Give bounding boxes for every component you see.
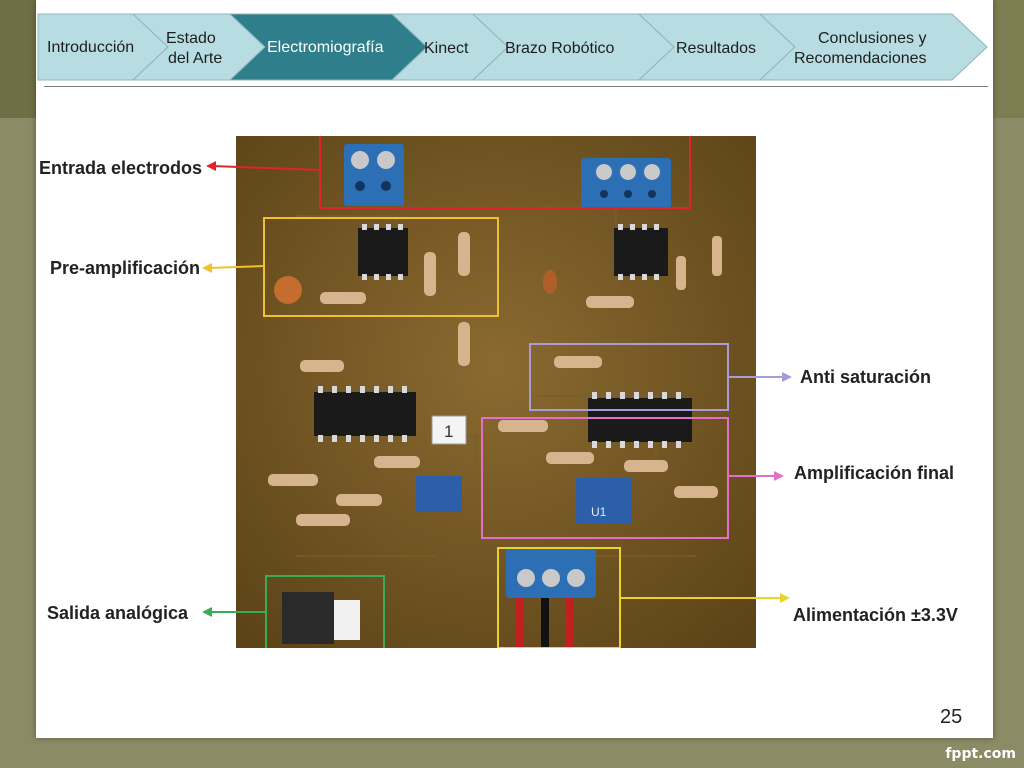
terminal-block-input-right (581, 158, 671, 208)
header-divider (44, 86, 988, 87)
tab-estado-line1[interactable]: Estado (166, 30, 216, 47)
tab-kinect[interactable]: Kinect (424, 40, 469, 57)
output-connector (282, 592, 360, 644)
ic-preamp-right (614, 224, 668, 280)
tab-introduccion[interactable]: Introducción (47, 39, 135, 56)
callout-alimentacion: Alimentación ±3.3V (793, 605, 958, 625)
capacitor-ceramic-mid (543, 270, 557, 294)
terminal-block-input-left (344, 144, 404, 206)
page-number: 25 (940, 706, 963, 728)
ic-left-14pin (314, 386, 416, 442)
tab-electromiografia[interactable]: Electromiografía (267, 39, 384, 56)
callout-pre-amplificacion: Pre-amplificación (50, 258, 201, 278)
tab-brazo-robotico[interactable]: Brazo Robótico (505, 40, 615, 57)
box-entrada (319, 136, 691, 209)
resistors (268, 232, 722, 526)
chevron-nav (37, 13, 988, 81)
slide: Introducción Estado del Arte Electromiog… (36, 0, 993, 738)
potentiometer-left (416, 476, 462, 512)
pcb-photo (236, 136, 756, 648)
tab-conclusiones-line1[interactable]: Conclusiones y (818, 30, 927, 47)
board-label-box (431, 415, 467, 445)
potentiometer-right (576, 478, 632, 524)
ic-right-14pin (588, 392, 692, 448)
tab-conclusiones-line2[interactable]: Recomendaciones (794, 50, 927, 67)
potentiometer-label: U1 (591, 505, 607, 519)
callout-entrada-electrodos: Entrada electrodos (39, 158, 203, 178)
callout-anti-saturacion: Anti saturación (800, 367, 932, 387)
leader-lines (202, 161, 792, 617)
terminal-block-power (506, 548, 596, 648)
tab-conclusiones-shape[interactable] (758, 13, 988, 81)
box-salida (265, 575, 385, 648)
callout-amplificacion-final: Amplificación final (794, 463, 955, 483)
tab-resultados[interactable]: Resultados (676, 40, 757, 57)
background-left-strip (0, 0, 36, 118)
ic-preamp (358, 224, 408, 280)
tab-estado-line2[interactable]: del Arte (168, 50, 223, 67)
callout-salida-analogica: Salida analógica (47, 603, 189, 623)
board-label: 1 (444, 422, 454, 441)
capacitor-ceramic-left (274, 276, 302, 304)
brand-watermark: fppt.com (945, 746, 1016, 762)
box-ampfinal (481, 417, 729, 539)
